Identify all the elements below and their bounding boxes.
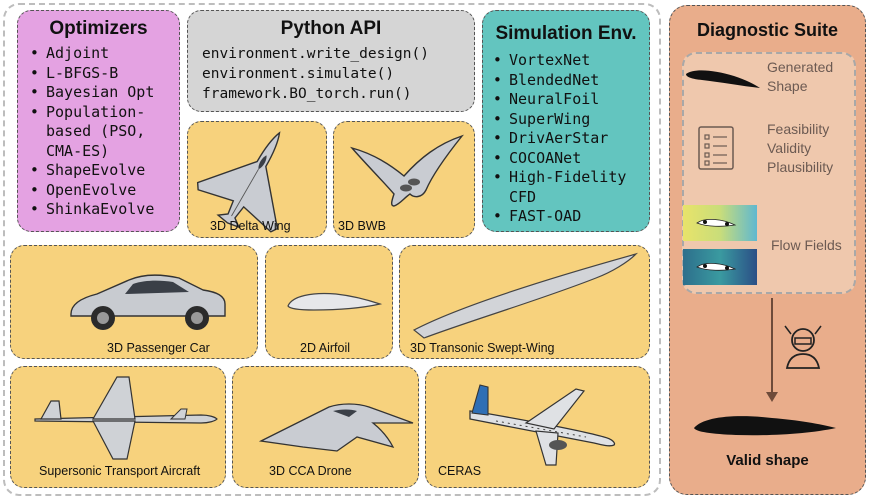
airfoil-icon xyxy=(287,292,383,311)
list-item: CMA-ES) xyxy=(46,141,110,160)
list-item: L-BFGS-B xyxy=(24,64,154,84)
delta-wing-label: 3D Delta Wing xyxy=(210,219,291,233)
optimizers-title: Optimizers xyxy=(49,18,148,39)
cca-drone-icon xyxy=(258,403,414,452)
list-item: FAST-OAD xyxy=(487,207,626,227)
cca-drone-label: 3D CCA Drone xyxy=(269,464,352,478)
swept-wing-icon xyxy=(412,252,639,339)
generated-shape-icon xyxy=(686,70,760,88)
list-item: Bayesian Opt xyxy=(24,83,154,103)
checklist-icon xyxy=(698,126,734,170)
list-item: DrivAerStar xyxy=(487,129,626,149)
check-line: Validity xyxy=(767,140,812,156)
list-item: ShinkaEvolve xyxy=(24,200,154,220)
check-line: Feasibility xyxy=(767,121,830,137)
card-passenger-car: 3D Passenger Car xyxy=(10,245,258,359)
delta-wing-icon xyxy=(196,131,281,233)
python-api-panel: Python API environment.write_design() en… xyxy=(187,10,475,112)
optimizers-list: Adjoint L-BFGS-B Bayesian Opt Population… xyxy=(24,44,154,220)
generated-shape-label: Generated Shape xyxy=(767,58,833,96)
flow-field-icon xyxy=(683,205,757,285)
passenger-car-icon xyxy=(70,274,226,330)
list-item: NeuralFoil xyxy=(487,90,626,110)
bwb-label: 3D BWB xyxy=(338,219,386,233)
card-swept-wing: 3D Transonic Swept-Wing xyxy=(399,245,650,359)
diagnostic-title: Diagnostic Suite xyxy=(696,20,839,40)
list-item: COCOANet xyxy=(487,149,626,169)
card-bwb: 3D BWB xyxy=(333,121,475,238)
list-item: ShapeEvolve xyxy=(24,161,154,181)
flow-fields-label: Flow Fields xyxy=(771,237,842,253)
optimizers-panel: Optimizers Adjoint L-BFGS-B Bayesian Opt… xyxy=(17,10,180,232)
card-airfoil: 2D Airfoil xyxy=(265,245,393,359)
generated-line: Shape xyxy=(767,78,808,94)
list-item: Population- xyxy=(24,103,154,123)
card-delta-wing: 3D Delta Wing xyxy=(187,121,327,238)
list-item: VortexNet xyxy=(487,51,626,71)
passenger-car-label: 3D Passenger Car xyxy=(107,341,210,355)
valid-shape-label: Valid shape xyxy=(726,452,809,469)
simulation-panel: Simulation Env. VortexNet BlendedNet Neu… xyxy=(482,10,650,232)
check-line: Plausibility xyxy=(767,159,834,175)
checks-label: Feasibility Validity Plausibility xyxy=(767,120,833,177)
down-arrow-icon xyxy=(766,298,778,402)
code-line: framework.BO_torch.run() xyxy=(202,86,412,102)
supersonic-aircraft-icon xyxy=(34,376,218,460)
supersonic-label: Supersonic Transport Aircraft xyxy=(39,464,201,478)
generated-line: Generated xyxy=(767,59,834,75)
robot-reviewer-icon xyxy=(784,325,822,369)
list-item: BlendedNet xyxy=(487,71,626,91)
ceras-label: CERAS xyxy=(438,464,482,478)
airfoil-label: 2D Airfoil xyxy=(300,341,351,355)
code-line: environment.simulate() xyxy=(202,66,395,82)
valid-shape-icon xyxy=(694,416,836,436)
list-item: Adjoint xyxy=(24,44,154,64)
simulation-list: VortexNet BlendedNet NeuralFoil SuperWin… xyxy=(487,51,626,227)
card-supersonic: Supersonic Transport Aircraft xyxy=(10,366,226,488)
framework-frame xyxy=(3,3,661,496)
card-cca-drone: 3D CCA Drone xyxy=(232,366,419,488)
python-api-code: environment.write_design() environment.s… xyxy=(202,44,429,104)
list-item: based (PSO, xyxy=(46,122,146,140)
list-item: High-Fidelity xyxy=(487,168,626,188)
simulation-title: Simulation Env. xyxy=(495,23,637,44)
blended-wing-body-icon xyxy=(349,134,465,207)
ceras-airliner-icon xyxy=(469,384,616,466)
card-ceras: CERAS xyxy=(425,366,650,488)
list-item: CFD xyxy=(509,187,537,206)
list-item: OpenEvolve xyxy=(24,181,154,201)
list-item: SuperWing xyxy=(487,110,626,130)
python-api-title: Python API xyxy=(280,18,382,39)
code-line: environment.write_design() xyxy=(202,46,429,62)
swept-wing-label: 3D Transonic Swept-Wing xyxy=(410,341,555,355)
